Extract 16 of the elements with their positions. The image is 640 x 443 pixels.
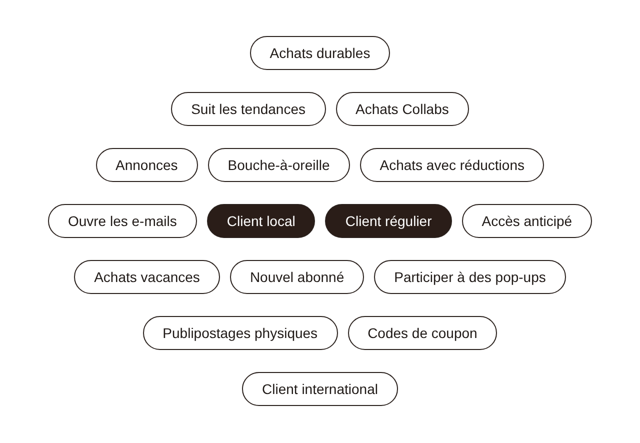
pill-tag: Achats avec réductions [360,148,544,182]
pill-tag: Participer à des pop-ups [374,260,566,294]
pill-tag: Client régulier [325,204,452,238]
pill-tag: Nouvel abonné [230,260,364,294]
pill-tag: Achats vacances [74,260,220,294]
pill-tag: Publipostages physiques [142,316,338,350]
pill-tag: Client local [206,204,316,238]
pill-tag: Achats Collabs [336,92,469,126]
pill-tag: Ouvre les e-mails [48,204,197,238]
pill-tag: Annonces [96,148,198,182]
pill-tag: Suit les tendances [171,92,326,126]
pill-tag: Accès anticipé [462,204,592,238]
pill-tag: Codes de coupon [348,316,498,350]
pill-tag: Achats durables [250,36,390,70]
pill-tag: Client international [242,372,398,406]
pill-tag: Bouche-à-oreille [208,148,350,182]
